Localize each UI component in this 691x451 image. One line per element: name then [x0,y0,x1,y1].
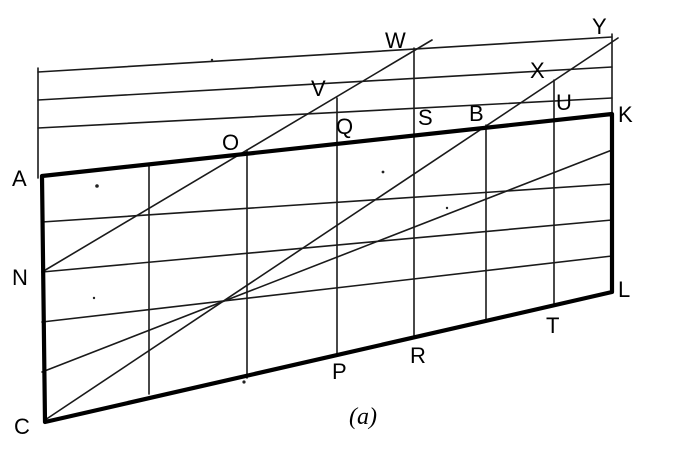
grid-horizontal-line-4 [41,149,613,373]
label-B: B [469,101,484,126]
label-A: A [12,166,27,191]
speck-3 [210,58,214,62]
label-S: S [418,105,433,130]
label-W: W [385,28,406,53]
label-Y: Y [592,14,607,39]
label-C: C [14,414,30,439]
speck-1 [95,184,99,188]
speck-5 [445,206,449,210]
diagonal-C-Y [44,37,619,421]
label-V: V [311,76,326,101]
upper-lower-line [37,97,613,129]
label-N: N [12,265,28,290]
label-T: T [546,313,559,338]
parallelogram-outline [39,111,615,425]
grid-horizontal-line-2 [41,219,613,273]
label-P: P [332,359,347,384]
grid-horizontal-line-3 [41,255,613,323]
speck-2 [92,296,96,300]
upper-top-line [37,36,613,73]
label-U: U [556,90,572,115]
label-Q: Q [336,114,353,139]
speck-6 [242,380,246,384]
label-O: O [222,130,239,155]
label-L: L [618,277,630,302]
upper-middle-line [37,66,613,101]
speck-4 [381,170,385,174]
label-X: X [530,58,545,83]
label-K: K [618,102,633,127]
grid-horizontal-line-1 [41,183,613,223]
figure-caption: (a) [349,404,377,430]
label-R: R [410,343,426,368]
